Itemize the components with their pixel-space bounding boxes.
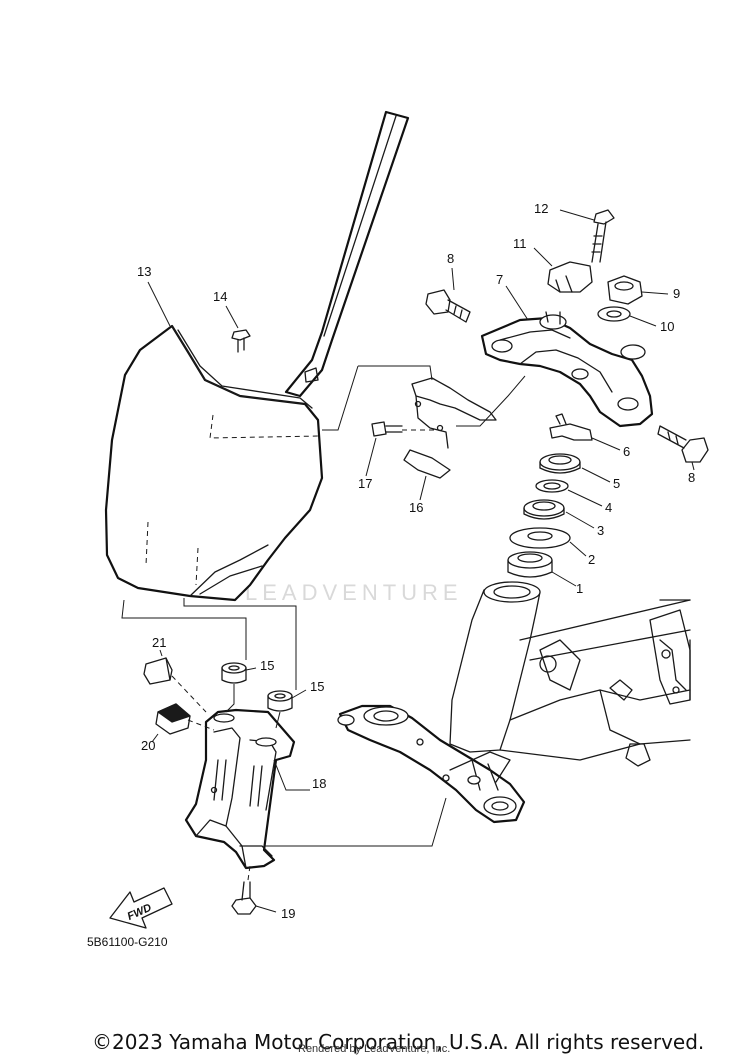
rendered-by-notice: Rendered by LeadVenture, Inc. (298, 1043, 451, 1055)
callout-8-lower[interactable]: 8 (688, 470, 695, 485)
callout-11[interactable]: 11 (513, 236, 527, 251)
bolt-8-upper[interactable] (425, 267, 471, 323)
callout-12[interactable]: 12 (534, 201, 548, 216)
callout-15-left[interactable]: 15 (260, 658, 274, 673)
callout-19[interactable]: 19 (281, 906, 295, 921)
holder-11[interactable] (533, 247, 593, 293)
number-plate-13[interactable] (104, 110, 410, 602)
under-bracket (337, 704, 526, 824)
callout-5[interactable]: 5 (613, 476, 620, 491)
callout-8-upper[interactable]: 8 (447, 251, 454, 266)
leader-grommet-right (275, 711, 281, 729)
nut-9[interactable] (607, 275, 669, 305)
leader-plate-stay-left (121, 599, 247, 660)
callout-10[interactable]: 10 (660, 319, 674, 334)
pad-20[interactable] (151, 703, 215, 743)
diagram-code: 5B61100-G210 (87, 935, 168, 949)
ring-nut-3[interactable] (523, 499, 595, 529)
upper-bracket-7[interactable] (480, 285, 654, 428)
callout-13[interactable]: 13 (137, 264, 151, 279)
leader-13 (147, 281, 171, 327)
leader-grommet-left (225, 684, 235, 713)
callout-15-right[interactable]: 15 (310, 679, 324, 694)
stay-18[interactable] (184, 708, 447, 870)
washer-10[interactable] (597, 306, 657, 327)
callout-20[interactable]: 20 (141, 738, 155, 753)
callout-17[interactable]: 17 (358, 476, 372, 491)
callout-3[interactable]: 3 (597, 523, 604, 538)
callout-2[interactable]: 2 (588, 552, 595, 567)
leader-plate-stay-right (183, 598, 297, 690)
frame (449, 581, 691, 767)
bolt-17[interactable] (371, 421, 436, 437)
callout-7[interactable]: 7 (496, 272, 503, 287)
bolt-8-lower[interactable] (657, 425, 709, 471)
fwd-arrow-icon: FWD (109, 887, 173, 929)
bolt-19[interactable] (231, 865, 277, 915)
callout-9[interactable]: 9 (673, 286, 680, 301)
bolt-14[interactable] (225, 305, 251, 353)
watermark: LEADVENTURE (245, 580, 463, 605)
washer-4[interactable] (535, 479, 603, 507)
callout-16[interactable]: 16 (409, 500, 423, 515)
callout-21[interactable]: 21 (152, 635, 166, 650)
grommet-15-right[interactable] (267, 689, 307, 712)
cover-2[interactable] (509, 527, 587, 557)
lock-washer-6[interactable] (549, 413, 621, 451)
bolt-12[interactable] (559, 209, 615, 263)
grommet-15-left[interactable] (221, 662, 257, 684)
copyright-notice: ©2023 Yamaha Motor Corporation, U.S.A. A… (92, 1030, 705, 1054)
bearing-1[interactable] (507, 551, 577, 587)
callout-6[interactable]: 6 (623, 444, 630, 459)
pad-21[interactable] (143, 649, 207, 713)
callout-1[interactable]: 1 (576, 581, 583, 596)
callout-14[interactable]: 14 (213, 289, 227, 304)
callout-4[interactable]: 4 (605, 500, 612, 515)
bracket-16[interactable] (322, 365, 526, 479)
ring-nut-5[interactable] (539, 453, 611, 483)
callout-18[interactable]: 18 (312, 776, 326, 791)
leader-17 (365, 437, 377, 477)
leader-16 (419, 475, 427, 501)
